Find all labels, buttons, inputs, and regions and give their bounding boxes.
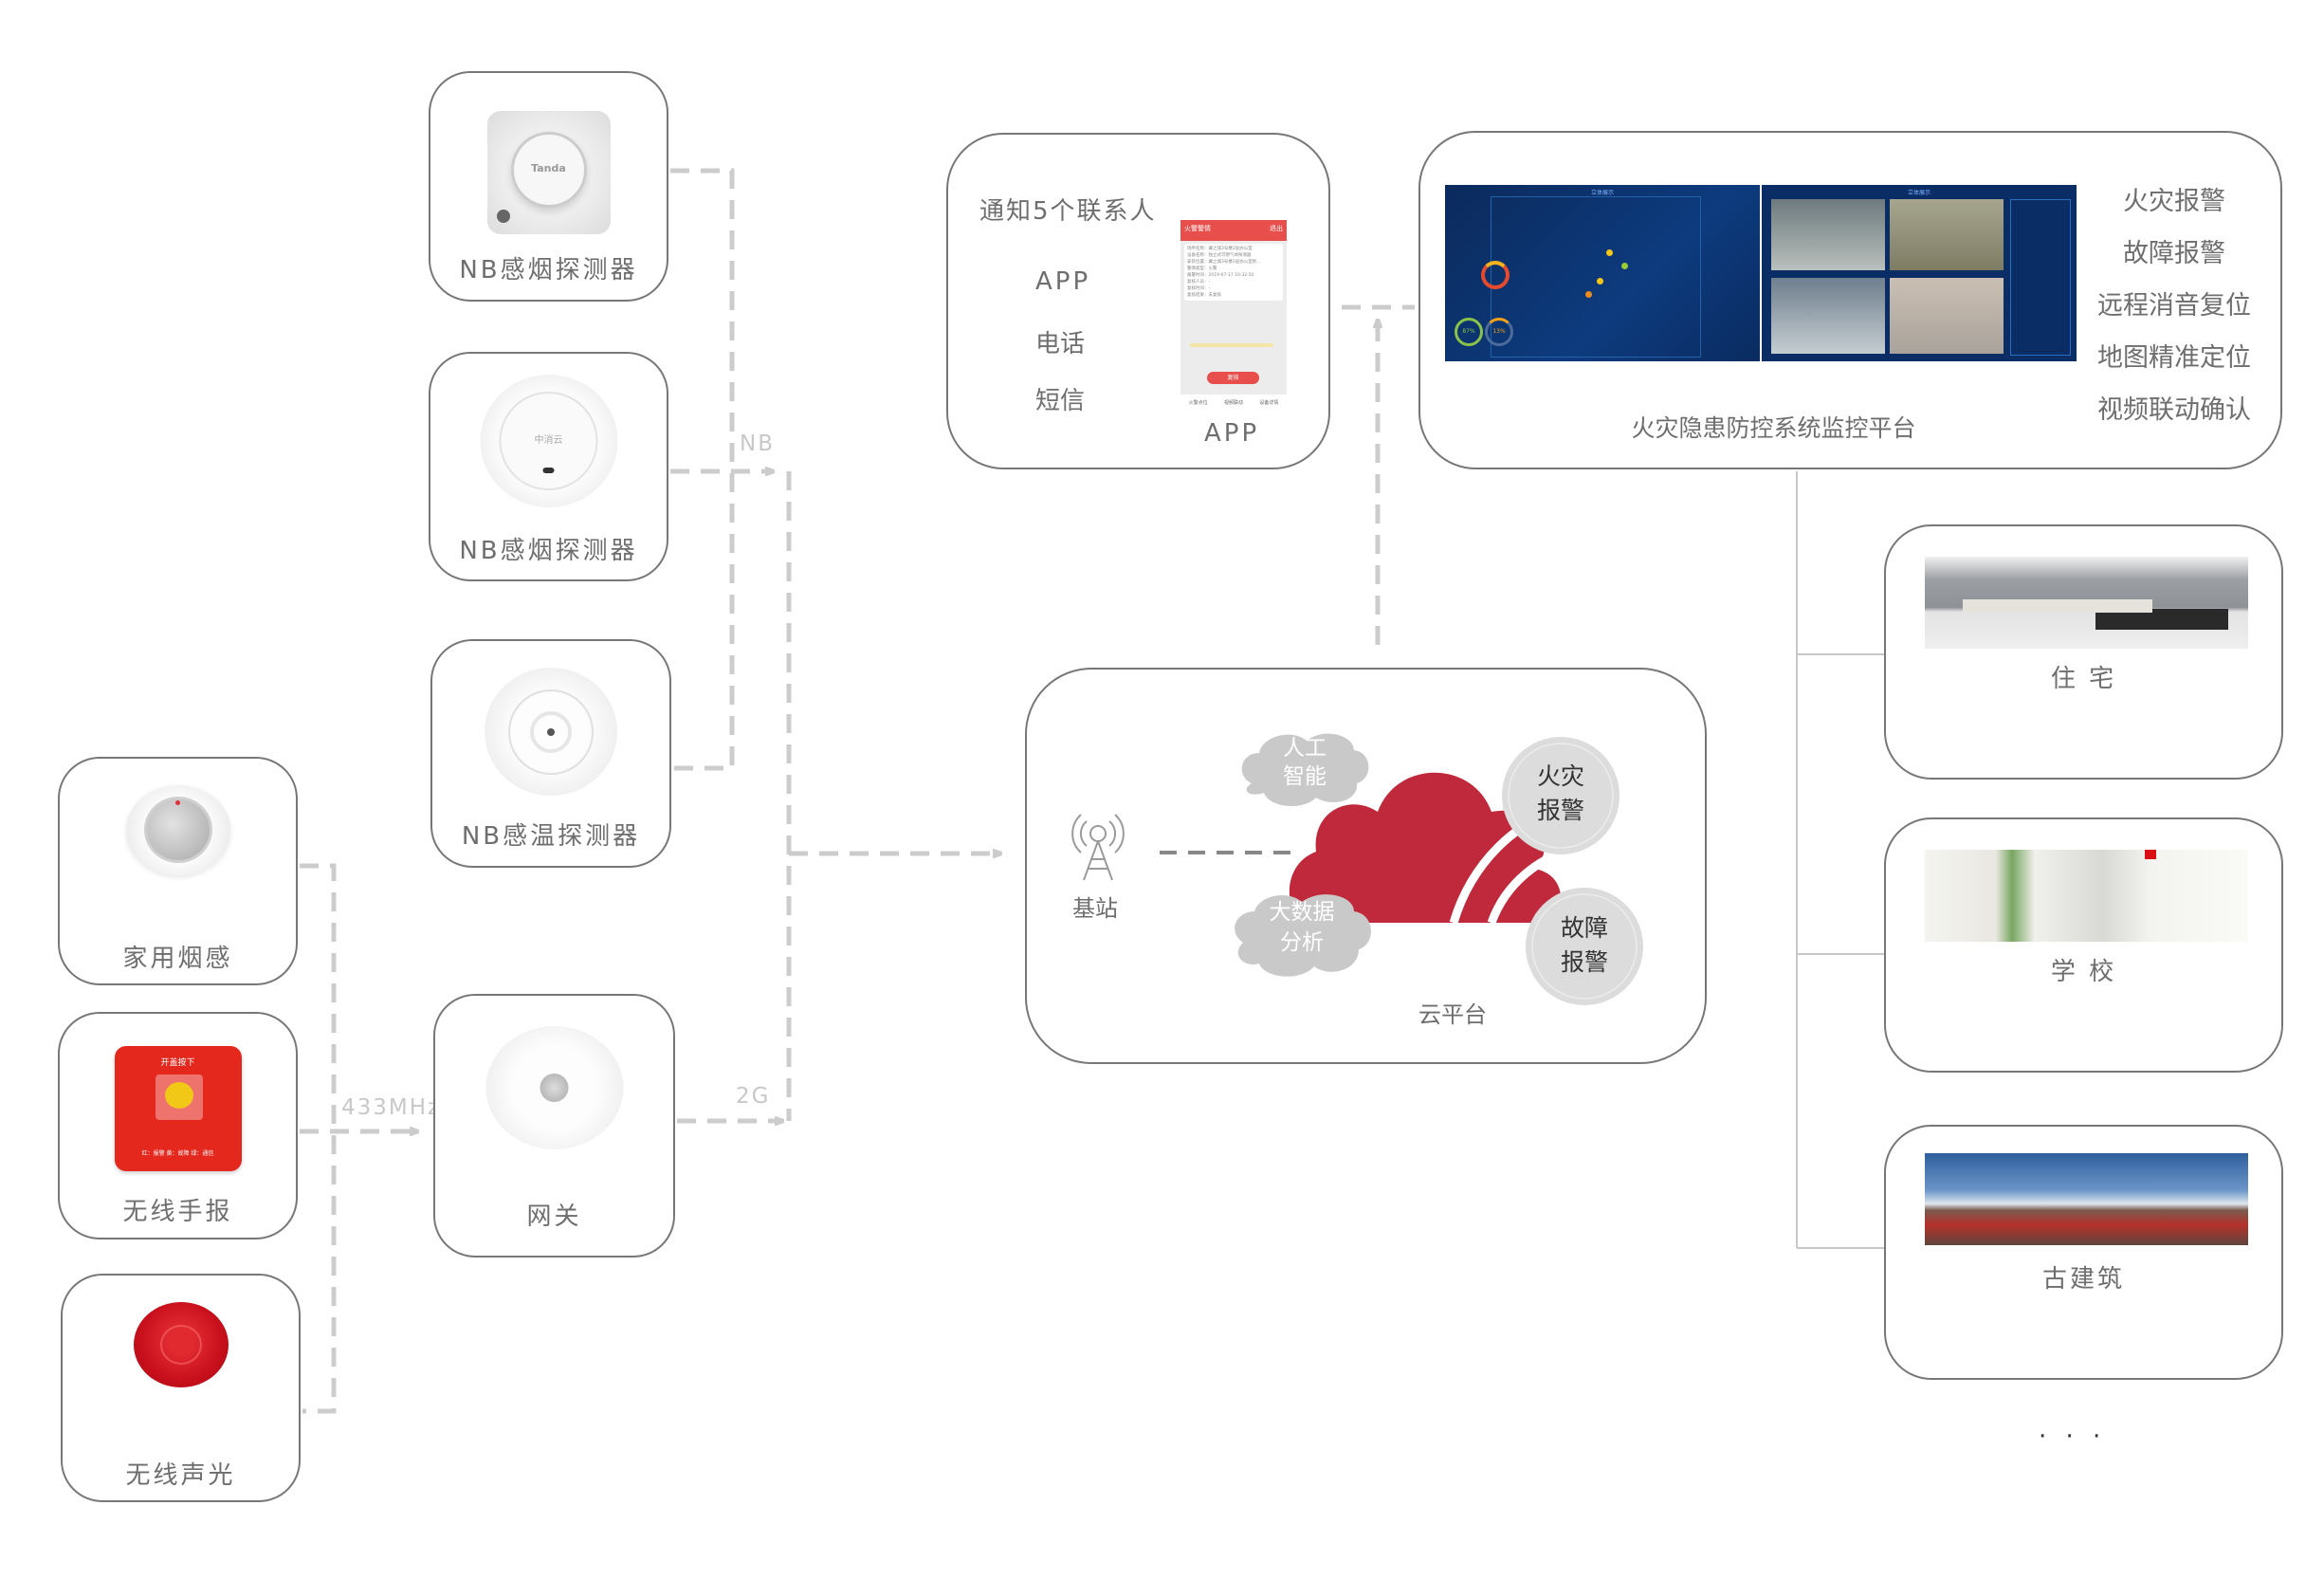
phone-info-row: 复核结果：未复核 — [1187, 293, 1221, 298]
monitor-caption: 火灾隐患防控系统监控平台 — [1631, 414, 1916, 442]
phone-info-row: 复核时间：- — [1187, 286, 1211, 291]
channel-app: APP — [1035, 267, 1091, 296]
notify-title: 通知5个联系人 — [979, 197, 1157, 226]
device-label: NB感温探测器 — [461, 822, 641, 851]
nb-smoke-detector-image: 中消云 — [480, 375, 617, 507]
bigdata-label: 大数据分析 — [1269, 900, 1335, 955]
school-image — [1925, 850, 2248, 942]
device-card-gateway[interactable]: 网关 — [433, 994, 675, 1258]
ai-label: 人工智能 — [1283, 736, 1327, 789]
mhz-link-label: 433MHz — [341, 1095, 442, 1120]
device-label: 无线声光 — [125, 1461, 236, 1490]
scene-label: 古建筑 — [2041, 1265, 2125, 1294]
fire-alarm-bubble — [1502, 737, 1619, 854]
feature-list: 火灾报警 故障报警 远程消音复位 地图精准定位 视频联动确认 — [2084, 175, 2264, 436]
base-station-label: 基站 — [1072, 895, 1118, 922]
device-card-nb-heat[interactable]: NB感温探测器 — [430, 639, 671, 868]
g2-link-label: 2G — [736, 1084, 771, 1109]
more-indicator: · · · — [2039, 1423, 2107, 1451]
device-card-home-smoke[interactable]: 家用烟感 — [58, 757, 298, 985]
ai-cloud — [1241, 733, 1369, 807]
gateway-image — [485, 1026, 623, 1149]
scene-card-school[interactable]: 学 校 — [1884, 817, 2283, 1073]
phone-info-row: 报警时间：2019-07-17 10:32:50 — [1187, 273, 1254, 278]
fault-alarm-label: 故障报警 — [1560, 914, 1608, 976]
dashboard-screenshot-right: 立体展示 — [1762, 185, 2077, 361]
fire-alarm-label: 火灾报警 — [1536, 762, 1584, 824]
feature-item: 火灾报警 — [2123, 187, 2225, 216]
device-card-nb-smoke-1[interactable]: Tanda NB感烟探测器 — [429, 71, 668, 302]
nb-smoke-detector-image: Tanda — [486, 111, 611, 234]
phone-info-row: 场所名称：冀之城3号楼2层办公室 — [1187, 247, 1253, 251]
device-label: 网关 — [526, 1203, 582, 1231]
strobe-image — [133, 1302, 229, 1387]
cloud-diagram — [1071, 733, 1643, 1005]
scene-label: 学 校 — [2050, 958, 2117, 986]
phone-screenshot: 火警警情退出 场所名称：冀之城3号楼2层办公室设备名称：独立式可燃气体探测器安装… — [1180, 220, 1287, 410]
phone-info-row: 复核人员：- — [1187, 280, 1211, 285]
manual-alarm-image: 开盖按下 红：报警 黄：故障 绿：通信 — [114, 1046, 242, 1171]
nb-heat-detector-image — [485, 668, 617, 796]
phone-info-row: 警情类型：火警 — [1187, 266, 1217, 271]
mhz-bus — [300, 863, 337, 1414]
base-station-icon — [1071, 814, 1125, 881]
feature-item: 故障报警 — [2123, 239, 2225, 268]
device-label: NB感烟探测器 — [459, 537, 638, 565]
monitoring-platform-panel: 立体展示 87% 13% 立体展示 火灾隐患防控系统监控平台 火灾报警 故障报警… — [1418, 131, 2282, 469]
scene-card-residence[interactable]: 住 宅 — [1884, 524, 2283, 780]
phone-info-row: 设备名称：独立式可燃气体探测器 — [1187, 253, 1252, 258]
device-card-manual-alarm[interactable]: 开盖按下 红：报警 黄：故障 绿：通信 无线手报 — [58, 1012, 298, 1239]
nb-link-label: NB — [740, 431, 775, 456]
notification-panel: 通知5个联系人 APP 电话 短信 火警警情退出 场所名称：冀之城3号楼2层办公… — [946, 133, 1330, 469]
fault-alarm-bubble — [1526, 888, 1643, 1005]
device-label: 无线手报 — [122, 1198, 233, 1226]
device-card-nb-smoke-2[interactable]: 中消云 NB感烟探测器 — [429, 352, 668, 581]
channel-sms: 短信 — [1035, 387, 1086, 415]
feature-item: 视频联动确认 — [2097, 395, 2251, 425]
ancient-building-image — [1925, 1153, 2248, 1245]
device-label: 家用烟感 — [122, 945, 233, 973]
phone-caption: APP — [1204, 419, 1260, 448]
nb-line-1 — [670, 168, 735, 771]
feature-item: 地图精准定位 — [2097, 343, 2251, 373]
bigdata-cloud — [1235, 894, 1371, 977]
dashboard-screenshot-left: 立体展示 87% 13% — [1445, 185, 1760, 361]
home-smoke-detector-image — [125, 785, 230, 875]
channel-phone: 电话 — [1035, 330, 1086, 358]
cloud-platform-panel: 基站 人工智能 大数据分析 火灾报警 故障报警 云平台 — [1025, 668, 1707, 1064]
device-card-strobe[interactable]: 无线声光 — [61, 1274, 301, 1502]
scene-card-ancient-building[interactable]: 古建筑 — [1884, 1125, 2283, 1380]
feature-item: 远程消音复位 — [2097, 291, 2251, 321]
phone-info-row: 安装位置：冀之城3号楼2层办公室附… — [1187, 260, 1261, 265]
device-label: NB感烟探测器 — [459, 256, 638, 285]
cloud-caption: 云平台 — [1418, 1001, 1487, 1028]
main-red-cloud — [1289, 772, 1562, 923]
scene-label: 住 宅 — [2050, 665, 2117, 693]
residence-image — [1925, 557, 2248, 649]
